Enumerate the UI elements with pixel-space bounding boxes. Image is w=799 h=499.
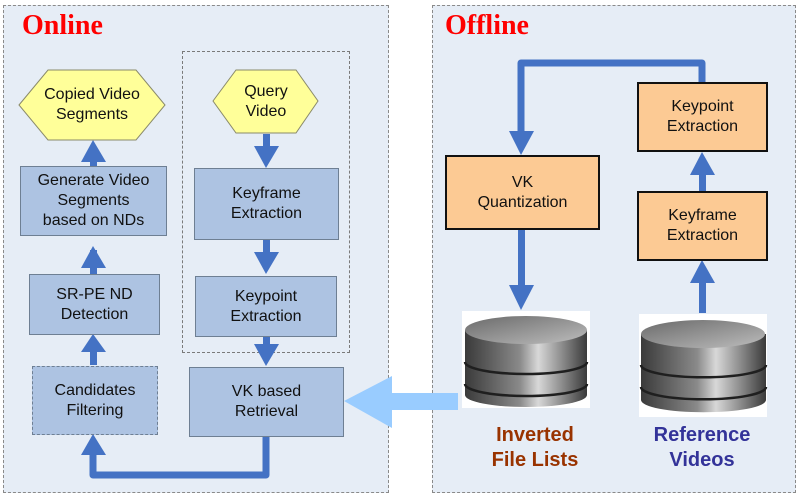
arrow-keyframe-to-keypoint (263, 240, 270, 258)
candidates-filtering-box: Candidates Filtering (32, 366, 158, 435)
copied-video-segments-hexagon (18, 69, 166, 141)
arrow-keypoint-to-quantization (517, 59, 706, 140)
arrowhead-candidates-to-srpe (81, 334, 106, 352)
arrowhead-keypoint-to-quantization (509, 131, 534, 155)
generate-video-segments-box: Generate Video Segments based on NDs (20, 166, 167, 236)
copied-video-segments-label: Copied Video Segments (44, 86, 140, 123)
arrowhead-reference-to-keyframe (690, 260, 715, 283)
arrow-retrieval-to-candidates (89, 436, 270, 479)
offline-title: Offline (445, 10, 529, 41)
arrowhead-keyframe-to-keypoint (254, 252, 279, 274)
arrowhead-inverted-to-retrieval (344, 376, 392, 428)
arrow-quant-to-inverted (518, 230, 525, 285)
vk-based-retrieval-box: VK based Retrieval (189, 367, 344, 437)
offline-keyframe-extraction-box: Keyframe Extraction (637, 191, 768, 261)
inverted-file-lists-database-icon (462, 311, 590, 408)
arrowhead-retrieval-to-candidates (81, 434, 106, 455)
arrowhead-generate-to-copied (81, 140, 106, 162)
reference-videos-database-icon (639, 314, 768, 417)
query-video-label: Query Video (244, 83, 288, 120)
arrow-candidates-to-srpe (90, 345, 97, 365)
arrow-keyframe-to-keypoint-offline (699, 170, 706, 192)
arrow-reference-to-keyframe (699, 283, 706, 313)
keypoint-extraction-box: Keypoint Extraction (195, 276, 337, 337)
query-video-hexagon (212, 69, 319, 134)
reference-videos-label: Reference Videos (653, 424, 751, 471)
vk-quantization-box: VK Quantization (445, 155, 600, 230)
offline-keypoint-extraction-box: Keypoint Extraction (637, 82, 768, 152)
online-title: Online (22, 10, 103, 41)
arrowhead-query-to-keyframe (254, 146, 279, 168)
arrow-inverted-to-retrieval (390, 393, 458, 410)
arrow-query-to-keyframe (263, 134, 270, 152)
arrowhead-keypoint-to-retrieval (254, 344, 279, 366)
arrowhead-srpe-to-generate (81, 246, 106, 268)
arrowhead-keyframe-to-keypoint-offline (690, 152, 715, 175)
srpe-nd-detection-box: SR-PE ND Detection (29, 274, 160, 335)
inverted-file-lists-label: Inverted File Lists (491, 424, 579, 471)
arrowhead-quant-to-inverted (509, 285, 534, 310)
keyframe-extraction-box: Keyframe Extraction (194, 168, 339, 240)
